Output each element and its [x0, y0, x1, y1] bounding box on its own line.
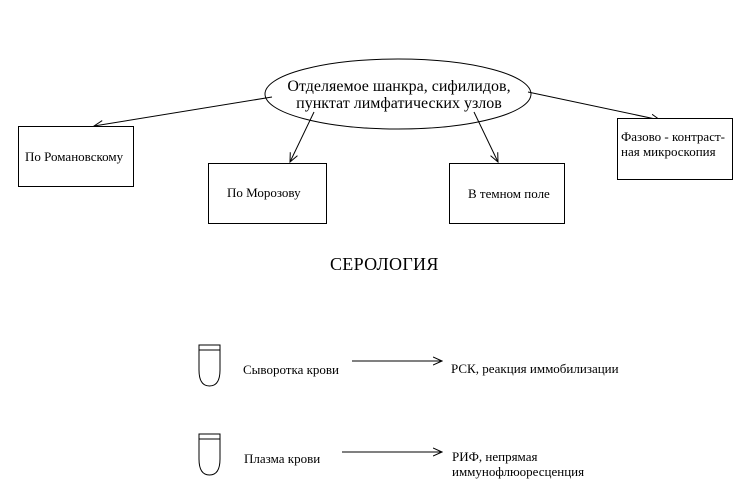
result-serum-label: РСК, реакция иммобилизации [451, 361, 619, 376]
source-ellipse [264, 58, 532, 130]
arrow-to-morozov [290, 111, 315, 162]
method-label-line-1: Фазово - контраст- [621, 129, 725, 144]
method-label: По Романовскому [25, 149, 124, 164]
serology-heading: СЕРОЛОГИЯ [330, 254, 439, 274]
method-box-romanovsky: По Романовскому [18, 126, 134, 187]
sample-plasma-label: Плазма крови [244, 451, 321, 466]
source-ellipse-label: Отделяемое шанкра, сифилидов, пунктат ли… [265, 60, 533, 130]
source-line-2: пунктат лимфатических узлов [296, 95, 502, 112]
arrow-to-phase-contrast [527, 91, 660, 120]
method-box-morozov: По Морозову [208, 163, 327, 224]
result-plasma-label: РИФ, непрямая иммунофлюоресценция [452, 449, 584, 479]
method-label: В темном поле [468, 186, 550, 201]
test-tube-icon [198, 433, 221, 476]
method-label: По Морозову [227, 185, 301, 200]
method-label-line-2: ная микроскопия [621, 144, 716, 159]
result-plasma-line-2: иммунофлюоресценция [452, 464, 585, 479]
arrow-to-dark-field [473, 111, 498, 162]
source-line-1: Отделяемое шанкра, сифилидов, [287, 78, 511, 95]
sample-serum-label: Сыворотка крови [243, 362, 340, 377]
arrow-to-romanovsky [94, 96, 273, 126]
method-box-dark-field: В темном поле [449, 163, 565, 224]
test-tube-icon [198, 344, 221, 387]
result-plasma-line-1: РИФ, непрямая [452, 449, 538, 464]
method-box-phase-contrast: Фазово - контраст- ная микроскопия [617, 118, 733, 180]
